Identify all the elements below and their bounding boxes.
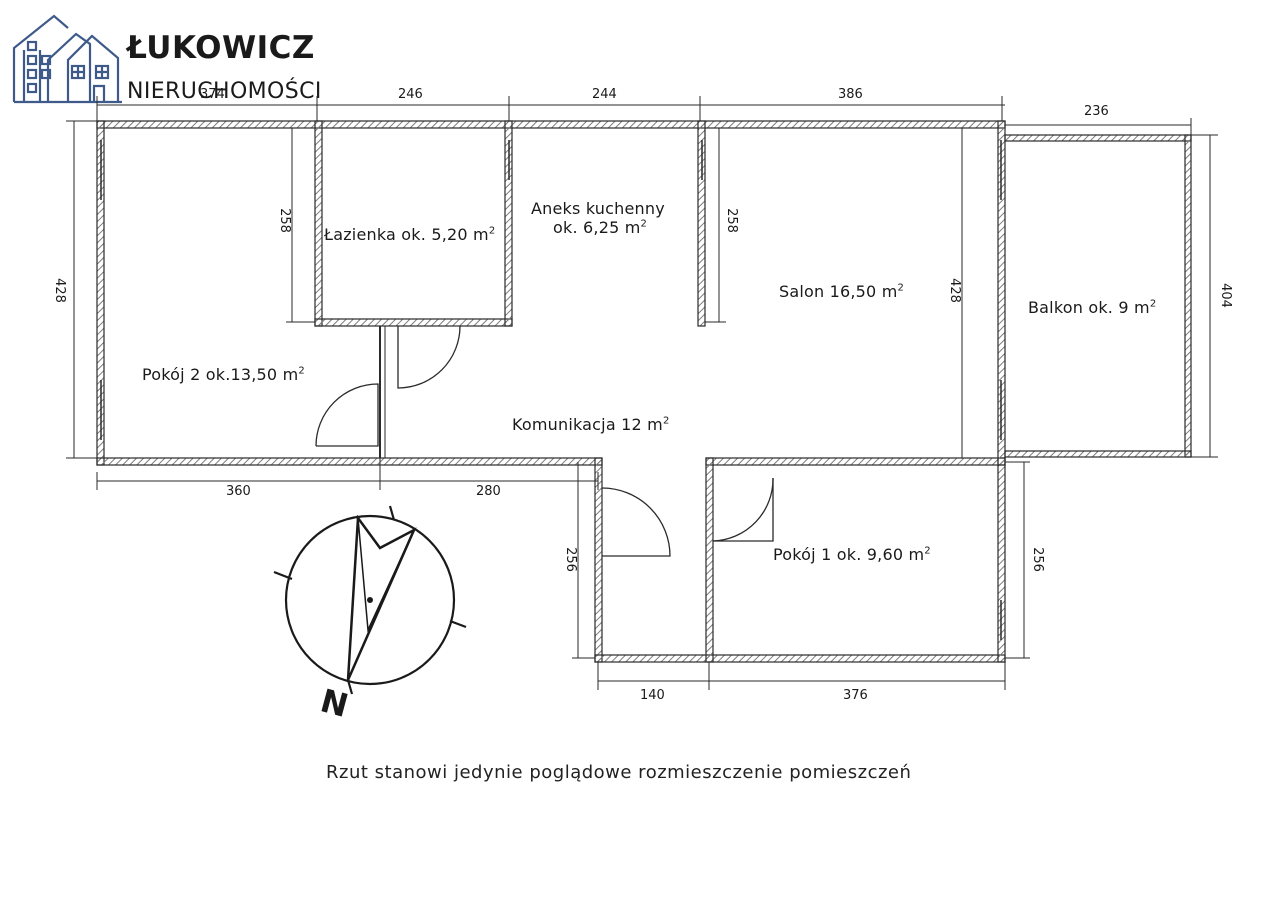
room-label-room-1: Pokój 1 ok. 9,60 m2 — [773, 545, 931, 564]
dim-corridor-height: 256 — [562, 547, 578, 572]
compass-north-label: N — [317, 681, 353, 722]
dim-top-kitchen: 244 — [592, 87, 617, 102]
compass-icon: N — [273, 505, 467, 722]
room-label-kitchen-title: Aneks kuchenny — [531, 199, 665, 218]
dim-bottom-hall: 280 — [476, 484, 501, 499]
dim-left-height: 428 — [51, 278, 67, 303]
dim-bottom-corridor: 140 — [640, 688, 665, 703]
brand-subtitle: NIERUCHOMOŚCI — [127, 79, 322, 104]
dim-top-living: 386 — [838, 87, 863, 102]
dim-top-balcony: 236 — [1084, 104, 1109, 119]
dim-kitchen-height: 258 — [723, 208, 739, 233]
dim-top-bathroom: 246 — [398, 87, 423, 102]
dim-room1-height: 256 — [1029, 547, 1045, 572]
room-label-bathroom: Łazienka ok. 5,20 m2 — [324, 225, 496, 244]
house-logo-icon — [12, 14, 122, 104]
brand-name: ŁUKOWICZ — [127, 30, 315, 66]
room-label-balcony: Balkon ok. 9 m2 — [1028, 298, 1157, 317]
dim-bottom-room2: 360 — [226, 484, 251, 499]
plan-disclaimer: Rzut stanowi jedynie poglądowe rozmieszc… — [326, 762, 912, 783]
room-label-hall: Komunikacja 12 m2 — [512, 415, 670, 434]
dim-bottom-room1: 376 — [843, 688, 868, 703]
room-label-kitchen-area: ok. 6,25 m2 — [553, 218, 648, 237]
dim-top-room2: 374 — [200, 87, 225, 102]
dim-bathroom-height: 258 — [276, 208, 292, 233]
room-label-room-2: Pokój 2 ok.13,50 m2 — [142, 365, 305, 384]
room-label-living: Salon 16,50 m2 — [779, 282, 905, 301]
dim-balcony-height: 404 — [1217, 283, 1233, 308]
dim-living-height: 428 — [946, 278, 962, 303]
